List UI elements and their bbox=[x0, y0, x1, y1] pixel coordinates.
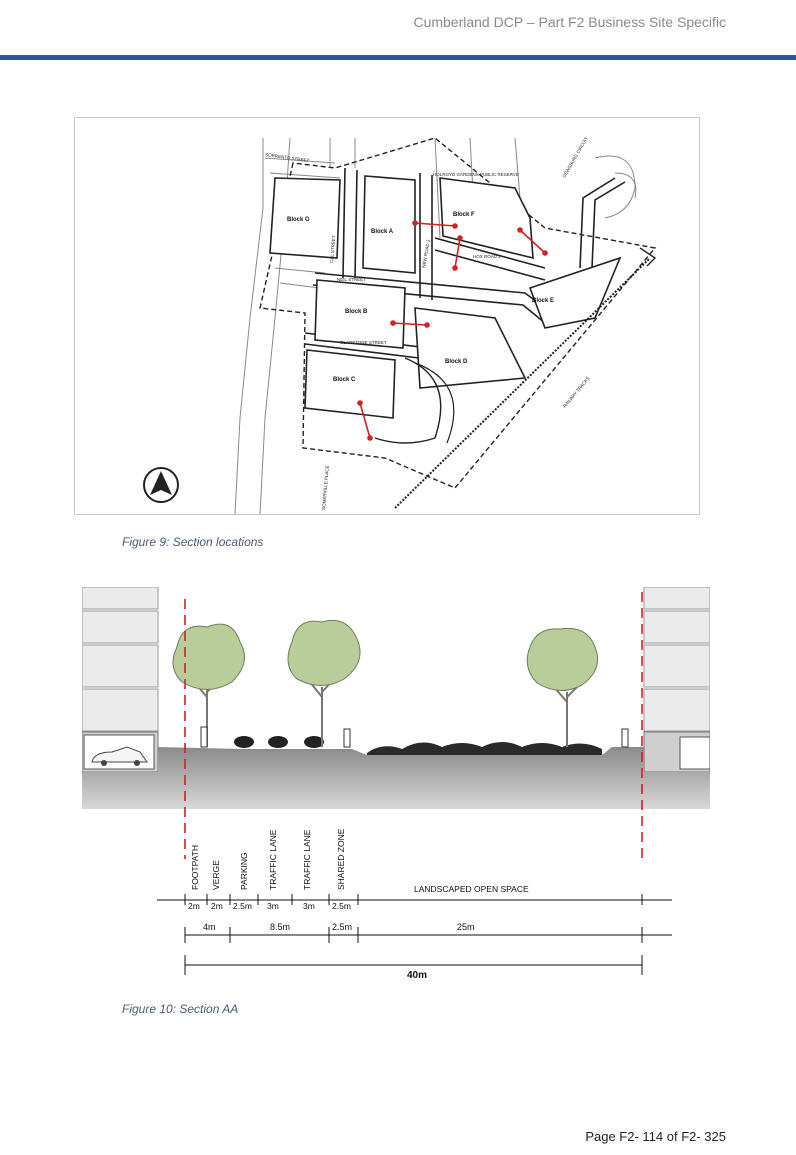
label-railway-tracks: RAILWAY TRACKS bbox=[562, 376, 591, 409]
label-block-g: Block G bbox=[287, 217, 310, 223]
dim-8-5m: 8.5m bbox=[270, 922, 290, 932]
label-neil-street: NEIL STREET bbox=[337, 277, 366, 282]
label-block-f: Block F bbox=[453, 212, 475, 218]
label-hox-road: HOX ROAD 1 bbox=[473, 254, 501, 259]
label-sorrento-street: SORRENTO STREET bbox=[265, 152, 310, 163]
section-aa-figure: FOOTPATH VERGE PARKING TRAFFIC LANE TRAF… bbox=[81, 586, 711, 983]
label-landscaped-open-space: LANDSCAPED OPEN SPACE bbox=[414, 884, 529, 894]
dim-traffic-lane-1: 3m bbox=[267, 901, 279, 911]
section-aa-drawing: FOOTPATH VERGE PARKING TRAFFIC LANE TRAF… bbox=[81, 586, 711, 981]
zone-label-traffic-lane-2: TRAFFIC LANE bbox=[302, 829, 312, 890]
label-block-a: Block A bbox=[371, 229, 394, 235]
label-cal-street: CAL STREET bbox=[329, 235, 336, 263]
dim-traffic-lane-2: 3m bbox=[303, 901, 315, 911]
zone-label-shared-zone: SHARED ZONE bbox=[336, 828, 346, 890]
site-plan-figure: Block A Block B Block C Block D Block E … bbox=[74, 117, 700, 515]
north-arrow-icon bbox=[143, 467, 179, 503]
label-block-b: Block B bbox=[345, 309, 368, 315]
label-dewsburg-circuit: DEWSBURG CIRCUIT bbox=[562, 136, 589, 179]
label-block-c: Block C bbox=[333, 377, 356, 383]
label-block-e: Block E bbox=[532, 298, 554, 304]
dim-total: 40m bbox=[407, 970, 427, 981]
dim-parking: 2.5m bbox=[233, 901, 252, 911]
zone-label-traffic-lane-1: TRAFFIC LANE bbox=[268, 829, 278, 890]
label-block-d: Block D bbox=[445, 359, 468, 365]
dim-2-5m: 2.5m bbox=[332, 922, 352, 932]
figure10-caption: Figure 10: Section AA bbox=[122, 1002, 239, 1016]
dim-verge: 2m bbox=[211, 901, 223, 911]
site-plan-map: Block A Block B Block C Block D Block E … bbox=[143, 136, 657, 514]
label-somerville-place: SOMERVILLE PLACE bbox=[321, 465, 330, 510]
zone-label-parking: PARKING bbox=[239, 852, 249, 890]
label-new-road: NEW ROAD 2 bbox=[421, 239, 431, 268]
dim-footpath: 2m bbox=[188, 901, 200, 911]
header-rule bbox=[0, 55, 796, 60]
page-number: Page F2- 114 of F2- 325 bbox=[585, 1129, 726, 1144]
label-holroyd-gardens: HOLROYD GARDENS PUBLIC RESERVE bbox=[433, 172, 519, 177]
dim-4m: 4m bbox=[203, 922, 216, 932]
header-title: Cumberland DCP – Part F2 Business Site S… bbox=[413, 14, 726, 30]
figure9-caption: Figure 9: Section locations bbox=[122, 535, 264, 549]
dim-shared-zone: 2.5m bbox=[332, 901, 351, 911]
zone-label-footpath: FOOTPATH bbox=[190, 845, 200, 890]
label-gladstone-street: GLADSTONE STREET bbox=[340, 340, 387, 345]
dim-25m: 25m bbox=[457, 922, 475, 932]
zone-label-verge: VERGE bbox=[211, 860, 221, 890]
